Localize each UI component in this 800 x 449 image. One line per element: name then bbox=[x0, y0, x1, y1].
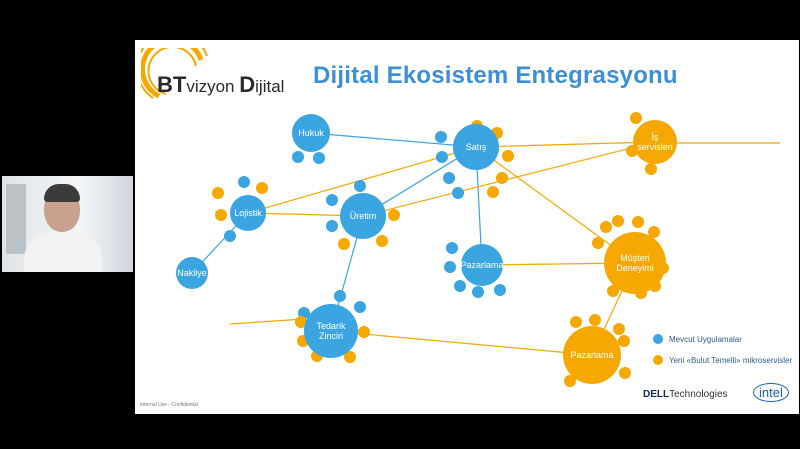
satellite-dot-pazarlama2-1 bbox=[589, 314, 601, 326]
presenter-body bbox=[24, 232, 102, 272]
satellite-dot-satis-5 bbox=[502, 150, 514, 162]
slide-title: Dijital Ekosistem Entegrasyonu bbox=[313, 62, 678, 89]
legend-item-yeni: Yeni «Bulut Temelli» mikroservisler bbox=[653, 355, 792, 365]
satellite-dot-uretim-5 bbox=[388, 209, 400, 221]
satellite-dot-pazarlama2-3 bbox=[618, 335, 630, 347]
dell-logo-initial: D bbox=[643, 389, 651, 400]
node-circle-is bbox=[633, 120, 677, 164]
confidential-footnote: Internal Use - Confidential bbox=[140, 402, 198, 408]
satellite-dot-satis-2 bbox=[443, 172, 455, 184]
satellite-dot-is-2 bbox=[645, 163, 657, 175]
satellite-dot-satis-8 bbox=[452, 187, 464, 199]
presentation-slide: BTvizyon Dijital Dijital Ekosistem Enteg… bbox=[135, 40, 799, 414]
node-label-uretim: Üretim bbox=[350, 211, 377, 221]
connector-hukuk-satis bbox=[310, 132, 477, 148]
satellite-dot-satis-6 bbox=[496, 172, 508, 184]
satellite-dot-tedarik-4 bbox=[344, 351, 356, 363]
node-circle-pazarlama2 bbox=[563, 326, 621, 384]
satellite-dot-lojistik-3 bbox=[238, 176, 250, 188]
presenter-hair bbox=[44, 184, 80, 202]
satellite-dot-lojistik-4 bbox=[256, 182, 268, 194]
logo-suffix: ijital bbox=[255, 77, 285, 96]
logo-wordmark: BTvizyon Dijital bbox=[157, 72, 284, 98]
logo-middle: vizyon bbox=[186, 77, 240, 96]
satellite-dot-hukuk-1 bbox=[313, 152, 325, 164]
satellite-dot-tedarik-2 bbox=[354, 301, 366, 313]
node-label-pazarlama2: Pazarlama bbox=[570, 350, 613, 360]
connector-tedarik-pazarlama2 bbox=[330, 330, 593, 356]
satellite-dot-pazarlama1-1 bbox=[444, 261, 456, 273]
node-label-lojistik: Lojistik bbox=[234, 208, 262, 218]
intel-logo: intel bbox=[753, 383, 789, 402]
node-circle-musteri bbox=[604, 232, 666, 294]
video-window-frame bbox=[6, 184, 26, 254]
dell-logo-mark: ELL bbox=[650, 389, 670, 400]
node-circle-nakliye bbox=[176, 257, 208, 289]
connector-satis-musteri bbox=[475, 146, 636, 264]
node-circle-satis bbox=[453, 124, 499, 170]
satellite-dot-musteri-0 bbox=[592, 237, 604, 249]
node-label-satis: Satış bbox=[466, 142, 487, 152]
node-circle-lojistik bbox=[230, 195, 266, 231]
satellite-dot-uretim-3 bbox=[338, 238, 350, 250]
legend-dot-yeni bbox=[653, 355, 663, 365]
connector-edge-left bbox=[229, 318, 305, 325]
node-label-nakliye: Nakliye bbox=[177, 268, 207, 278]
node-circle-tedarik bbox=[304, 304, 358, 358]
legend-dot-mevcut bbox=[653, 334, 663, 344]
satellite-dot-musteri-8 bbox=[607, 285, 619, 297]
satellite-dot-musteri-2 bbox=[612, 215, 624, 227]
satellite-dot-pazarlama1-3 bbox=[472, 286, 484, 298]
node-label-pazarlama1: Pazarlama bbox=[460, 260, 503, 270]
node-circle-hukuk bbox=[292, 114, 330, 152]
node-circle-pazarlama1 bbox=[461, 244, 503, 286]
satellite-dot-lojistik-2 bbox=[224, 230, 236, 242]
company-logo bbox=[141, 48, 208, 99]
satellite-dot-uretim-4 bbox=[376, 235, 388, 247]
satellite-dot-uretim-0 bbox=[354, 180, 366, 192]
webcam-video bbox=[2, 176, 133, 272]
connector-satis-is bbox=[475, 141, 656, 148]
satellite-dot-pazarlama1-4 bbox=[494, 284, 506, 296]
satellite-dot-pazarlama2-4 bbox=[619, 367, 631, 379]
legend-label-mevcut: Mevcut Uygulamalar bbox=[669, 334, 742, 344]
logo-initial: D bbox=[239, 72, 256, 97]
satellite-dot-tedarik-3 bbox=[358, 326, 370, 338]
satellite-dot-uretim-2 bbox=[326, 220, 338, 232]
dell-logo-suffix: Technologies bbox=[669, 389, 728, 400]
satellite-dot-musteri-4 bbox=[648, 226, 660, 238]
connector-uretim-is bbox=[362, 141, 656, 217]
satellite-dot-tedarik-7 bbox=[295, 316, 307, 328]
satellite-dot-hukuk-0 bbox=[292, 151, 304, 163]
logo-prefix: BT bbox=[157, 72, 187, 97]
satellite-dot-satis-7 bbox=[487, 186, 499, 198]
legend: Mevcut Uygulamalar Yeni «Bulut Temelli» … bbox=[653, 334, 792, 376]
dell-technologies-logo: DELLTechnologies bbox=[643, 389, 728, 400]
satellite-dot-lojistik-1 bbox=[215, 209, 227, 221]
legend-item-mevcut: Mevcut Uygulamalar bbox=[653, 334, 792, 344]
satellite-dot-pazarlama2-5 bbox=[564, 375, 576, 387]
satellite-dot-musteri-3 bbox=[632, 216, 644, 228]
legend-label-yeni: Yeni «Bulut Temelli» mikroservisler bbox=[669, 355, 793, 365]
satellite-dot-satis-1 bbox=[436, 151, 448, 163]
node-circle-uretim bbox=[340, 193, 386, 239]
satellite-dot-musteri-1 bbox=[600, 221, 612, 233]
satellite-dot-tedarik-1 bbox=[334, 290, 346, 302]
satellite-dot-lojistik-0 bbox=[212, 187, 224, 199]
satellite-dot-uretim-1 bbox=[326, 194, 338, 206]
satellite-dot-pazarlama2-2 bbox=[613, 323, 625, 335]
satellite-dot-satis-0 bbox=[435, 131, 447, 143]
node-label-hukuk: Hukuk bbox=[298, 128, 324, 138]
satellite-dot-pazarlama2-0 bbox=[570, 316, 582, 328]
satellite-dot-pazarlama1-2 bbox=[454, 280, 466, 292]
satellite-dot-is-0 bbox=[630, 112, 642, 124]
satellite-dot-pazarlama1-0 bbox=[446, 242, 458, 254]
